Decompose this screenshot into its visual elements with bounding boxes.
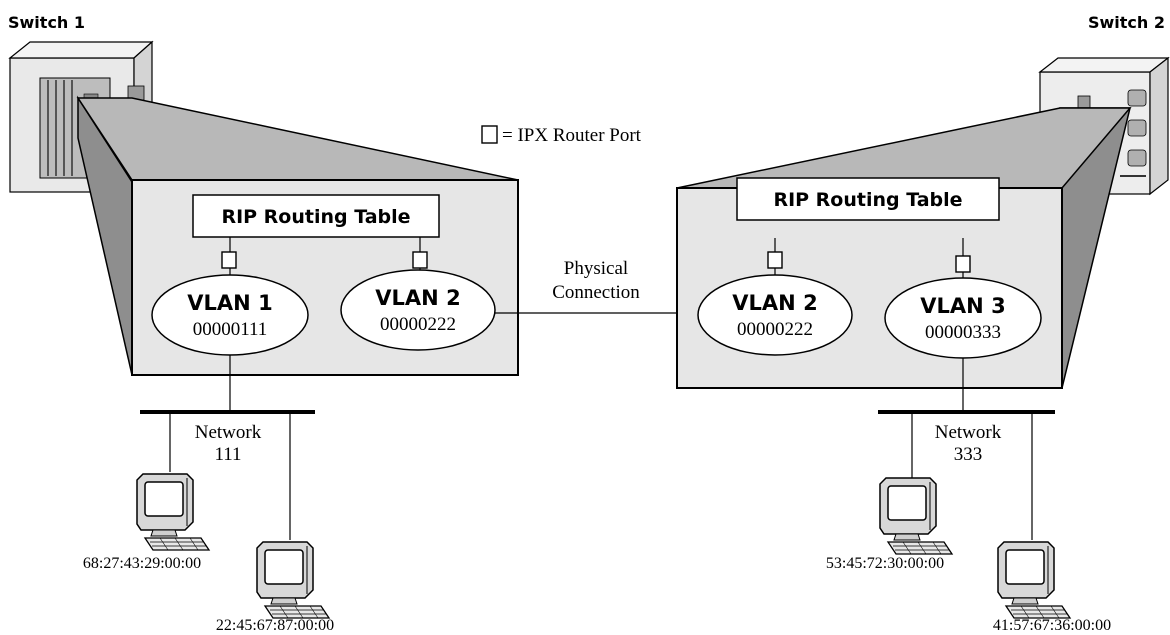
- host-computer-icon: [256, 541, 330, 619]
- physical-connection-label-line1: Physical: [564, 258, 628, 279]
- switch2-label: Switch 2: [1088, 13, 1165, 32]
- switch2-vlan-2-name: VLAN 2: [732, 291, 817, 315]
- switch1-vlan-1-network: 00000111: [193, 319, 268, 340]
- network-333-label-line2: 333: [954, 444, 983, 465]
- switch2-ipx-port-2: [955, 255, 971, 273]
- switch1-rip-routing-table-label: RIP Routing Table: [221, 206, 410, 228]
- host-computer-icon: [997, 541, 1071, 619]
- switch1-ipx-port-2: [412, 251, 428, 269]
- network-333-label-line1: Network: [935, 422, 1002, 443]
- host-mac-address: 22:45:67:87:00:00: [216, 617, 334, 634]
- switch1-vlan-2-network: 00000222: [380, 314, 456, 335]
- ipx-router-port-legend-icon: [481, 125, 498, 144]
- switch2-vlan-3-network: 00000333: [925, 322, 1001, 343]
- switch2-rip-routing-table: [736, 177, 1000, 221]
- switch2-vlan-3-name: VLAN 3: [920, 294, 1005, 318]
- host-mac-address: 41:57:67:36:00:00: [993, 617, 1111, 634]
- network-111-label-line2: 111: [214, 444, 241, 465]
- switch1-vlan-2: VLAN 2 00000222: [340, 269, 496, 351]
- host-computer-icon: [136, 473, 210, 551]
- switch1-label: Switch 1: [8, 13, 85, 32]
- switch2-vlan-2-network: 00000222: [737, 319, 813, 340]
- switch1-vlan-2-name: VLAN 2: [375, 286, 460, 310]
- switch2-rip-routing-table-label: RIP Routing Table: [773, 189, 962, 211]
- host-mac-address: 53:45:72:30:00:00: [826, 555, 944, 572]
- network-111-label-line1: Network: [195, 422, 262, 443]
- host-mac-address: 68:27:43:29:00:00: [83, 555, 201, 572]
- physical-connection-label-line2: Connection: [552, 282, 640, 303]
- switch2-vlan-3: VLAN 3 00000333: [884, 277, 1042, 359]
- switch2-vlan-2: VLAN 2 00000222: [697, 274, 853, 356]
- switch1-ipx-port-1: [221, 251, 237, 269]
- legend: = IPX Router Port: [481, 125, 642, 146]
- switch1-vlan-1-name: VLAN 1: [187, 291, 272, 315]
- legend-label: = IPX Router Port: [502, 125, 642, 146]
- switch1-vlan-1: VLAN 1 00000111: [151, 274, 309, 356]
- switch2-ipx-port-1: [767, 251, 783, 269]
- host-computer-icon: [879, 477, 953, 555]
- switch1-rip-routing-table: [192, 194, 440, 238]
